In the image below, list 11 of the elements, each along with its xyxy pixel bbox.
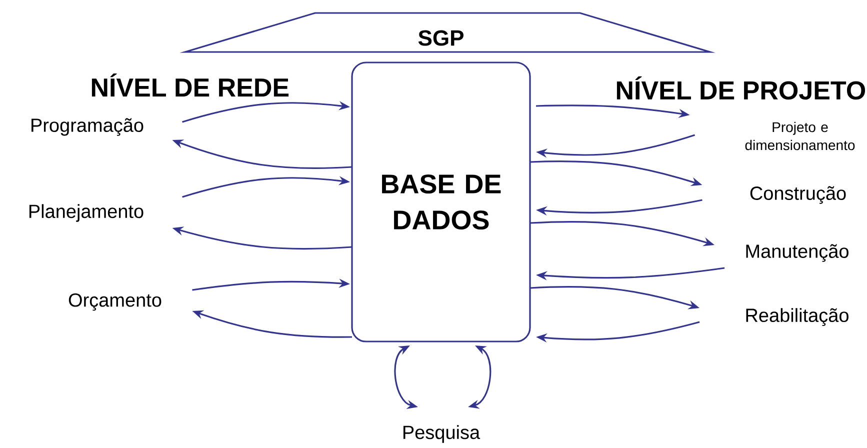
database-box: BASE DE DADOS: [351, 62, 531, 342]
node-label: Pesquisa: [403, 425, 480, 443]
node-label: Projeto e dimensionamento: [745, 122, 855, 150]
level-heading: NÍVEL DE REDE: [92, 73, 289, 97]
node-label: Construção: [750, 186, 846, 204]
node-label: Programação: [32, 118, 144, 136]
node-label: Orçamento: [68, 293, 162, 311]
node-label: Reabilitação: [746, 308, 848, 326]
level-heading: NÍVEL DE PROJETO: [616, 76, 866, 100]
node-label: Planejamento: [29, 204, 144, 222]
node-label: Manutenção: [746, 244, 848, 262]
